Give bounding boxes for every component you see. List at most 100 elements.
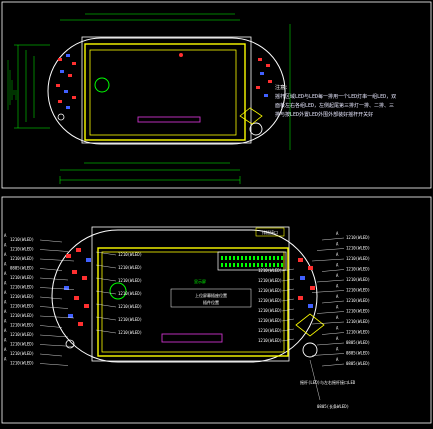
right-ref-5: A [336,284,339,289]
left-ref-9: A [4,319,7,324]
bottom-leader-0 [309,359,321,401]
bottom-led-5 [64,286,69,290]
notes-line-2: 面板左右各组LED，左侧起尾第三排灯一排、二排、三 [275,103,395,109]
left-ref-5: A [4,281,7,286]
right-callout-4: 1210(WLED) [346,277,370,282]
connector-pin-2 [229,256,231,260]
bottom-led-0 [66,254,71,258]
inner-right-callout-3: 1210(WLED) [258,298,282,303]
connector-pin-8 [253,256,255,260]
bottom-led-1 [76,248,81,252]
connector-pin-b-12 [269,263,271,267]
right-callout-1: 1210(WLED) [346,246,370,251]
inner-right-callout-6: 1210(WLED) [258,328,282,333]
left-ref-11: A [4,338,7,343]
top-led-1 [66,54,70,57]
bottom-joystick-ring [109,282,127,300]
connector-pin-5 [241,256,243,260]
connector-pin-b-11 [265,263,267,267]
left-ref-6: A [4,290,7,295]
inner-right-leader-7 [281,338,295,342]
connector-pin-15 [281,256,283,260]
left-leader-1 [39,249,69,252]
connector-pin-11 [265,256,267,260]
right-ref-3: A [336,263,339,268]
right-leader-6 [321,300,345,304]
inner-left-leader-5 [95,316,117,321]
right-ref-7: A [336,305,339,310]
right-leader-0 [321,237,345,241]
left-callout-9: 1210(WLED) [10,323,34,328]
left-ref-13: A [4,357,7,362]
bottom-dpad-outline [295,313,325,337]
top-led-3 [60,70,64,73]
left-callout-8: 1210(WLED) [10,313,34,318]
right-leader-8 [311,321,345,325]
connector-pin-b-8 [253,263,255,267]
connector-pin-b-14 [277,263,279,267]
left-ref-0: A [4,233,7,238]
connector-pin-13 [273,256,275,260]
inner-left-leader-1 [95,264,117,269]
top-led-6 [64,90,68,93]
connector-pin-b-4 [237,263,239,267]
inner-right-leader-2 [281,288,295,292]
bottom-callout-0: 0805(长条WLED) [317,403,349,409]
top-led-0 [58,58,62,61]
top-led-7 [72,96,76,99]
connector-pin-10 [261,256,263,260]
left-leader-8 [39,315,75,319]
top-led-8 [58,100,62,103]
bottom-led-15 [308,304,313,308]
inner-left-leader-4 [95,303,117,308]
left-leader-5 [39,287,75,290]
connector-pin-b-6 [245,263,247,267]
inner-left-callout-5: 1210(WLED) [118,317,142,322]
connector-pin-9 [257,256,259,260]
left-callout-4: 1210(WLED) [10,275,34,280]
connector-label-box [255,227,285,237]
connector-pin-1 [225,256,227,260]
left-leader-10 [39,334,69,338]
bottom-led-12 [300,276,305,280]
right-leader-9 [321,332,345,335]
right-callout-7: 1210(WLED) [346,309,370,314]
right-callout-11: 0805(WLED) [346,351,370,356]
right-ref-11: A [336,347,339,352]
bottom-led-8 [68,314,73,318]
left-ref-8: A [4,309,7,314]
connector-pin-7 [249,256,251,260]
left-leader-7 [39,306,69,309]
top-joystick-ring [94,77,110,93]
bottom-button-left [65,339,75,349]
inner-right-leader-4 [281,308,295,312]
inner-right-leader-1 [281,278,295,282]
notes-title: 注意： [275,85,291,91]
bottom-led-9 [78,322,83,326]
connector-pin-6 [245,256,247,260]
top-dpad-outline [239,107,263,125]
left-ref-1: A [4,243,7,248]
left-leader-4 [39,277,69,281]
top-frame [1,1,432,189]
inner-right-leader-3 [281,298,295,302]
left-callout-3: 0805(WLED) [10,266,34,271]
left-ref-3: A [4,262,7,267]
top-led-5 [56,84,60,87]
top-led-15 [264,94,268,97]
right-leader-4 [316,279,345,283]
left-ref-12: A [4,347,7,352]
right-ref-10: A [336,336,339,341]
bottom-led-7 [84,304,89,308]
inner-right-callout-4: 1210(WLED) [258,308,282,313]
inner-right-callout-5: 1210(WLED) [258,318,282,323]
inner-right-leader-0 [281,268,295,272]
right-ref-8: A [336,315,339,320]
bottom-led-2 [86,258,91,262]
top-body-outline [47,37,286,145]
notes-block: 注意： 摇杆区域LED与LED每一排用一个LED灯串一组LED，双 面板左右各组… [275,84,396,120]
connector-pin-4 [237,256,239,260]
bottom-label: 摇杆(LED)与左右摇杆接口LED [300,379,356,385]
